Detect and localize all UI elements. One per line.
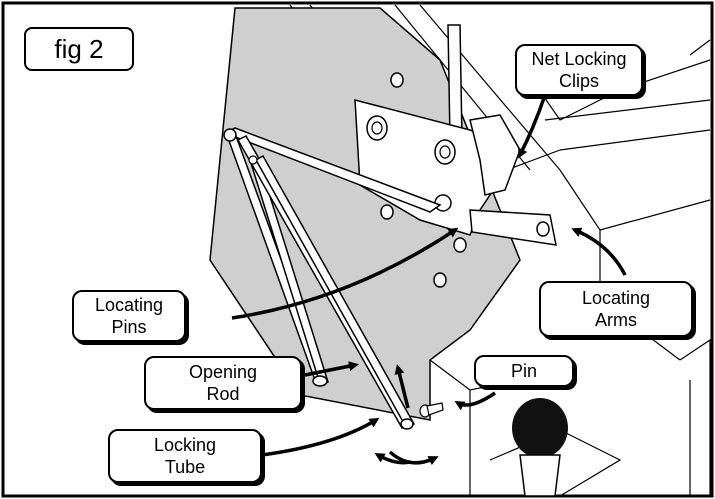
locating-pins-label: Locating Pins — [72, 290, 186, 342]
locking-clip — [469, 114, 521, 196]
black-knob — [512, 398, 568, 458]
small-pin — [419, 402, 444, 418]
net-panel — [209, 7, 521, 421]
opening-rod-label: Opening Rod — [144, 356, 302, 410]
locating-arms-label: Locating Arms — [539, 281, 693, 337]
callout-arrows — [231, 94, 627, 466]
net-locking-clips-label: Net Locking Clips — [515, 44, 643, 96]
locating-arm — [469, 209, 557, 246]
locking-tube-label: Locking Tube — [108, 429, 262, 483]
pin-label: Pin — [474, 355, 574, 387]
handle-rod — [447, 24, 463, 141]
figure-tag: fig 2 — [24, 27, 134, 71]
